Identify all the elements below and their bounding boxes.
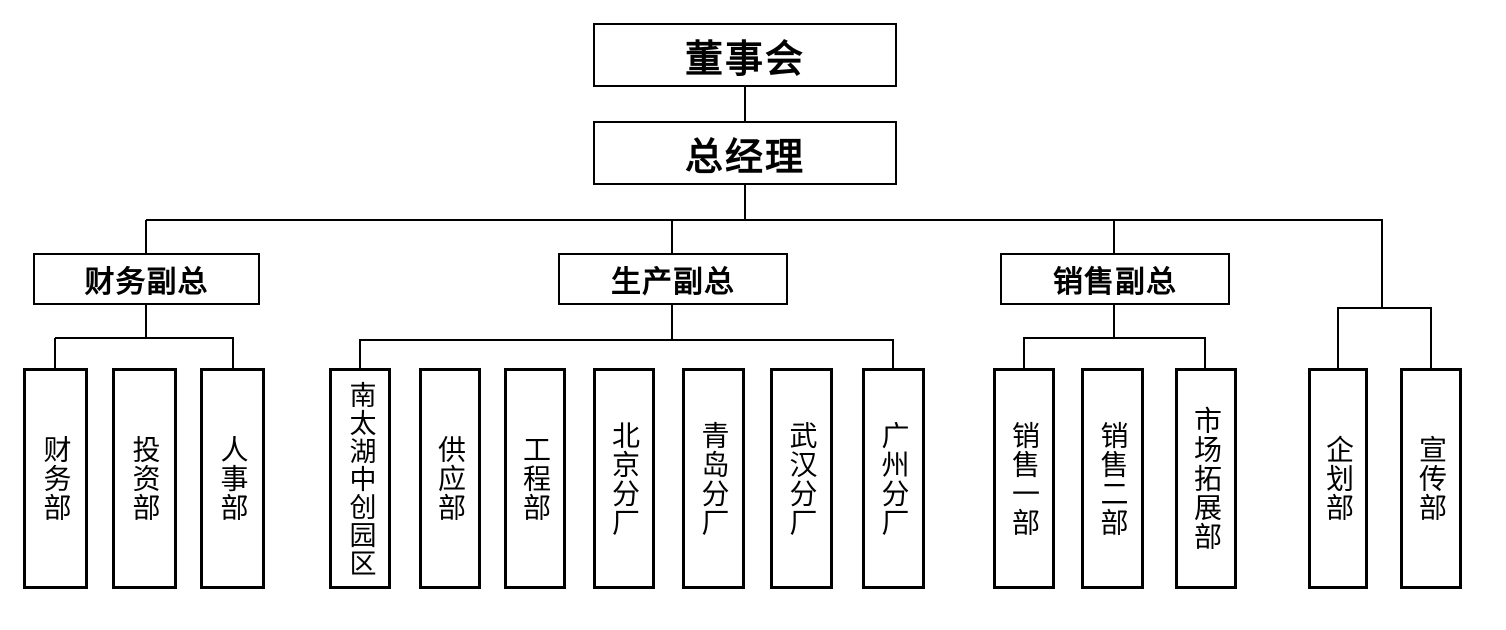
connector-drop-finance-vp xyxy=(145,220,147,253)
connector-board-gm xyxy=(744,87,746,122)
connector-drop-production-vp xyxy=(671,220,673,253)
connector-production-vp-down xyxy=(671,305,673,341)
org-node-publicity-dept: 宣传部 xyxy=(1400,368,1462,589)
connector-drop-finance-last xyxy=(232,338,234,368)
org-node-finance-vp: 财务副总 xyxy=(33,253,260,305)
org-node-hr-dept: 人事部 xyxy=(200,368,265,589)
connector-gm-down xyxy=(744,184,746,220)
connector-drop-sales-last xyxy=(1204,338,1206,368)
connector-sales-vp-down xyxy=(1113,305,1115,339)
org-node-hr-dept-label: 人事部 xyxy=(217,435,249,522)
org-node-production-vp: 生产副总 xyxy=(558,253,788,305)
connector-finance-horizontal xyxy=(55,337,234,339)
connector-drop-sales-vp xyxy=(1113,220,1115,253)
org-node-investment-dept-label: 投资部 xyxy=(129,435,161,522)
org-node-planning-dept: 企划部 xyxy=(1308,368,1368,589)
org-node-engineering-dept: 工程部 xyxy=(504,368,566,589)
org-node-south-taihu-park-label: 南太湖中创园区 xyxy=(345,380,376,577)
org-node-general-manager-label: 总经理 xyxy=(684,136,805,179)
org-node-board: 董事会 xyxy=(593,23,897,87)
connector-top-horizontal xyxy=(146,219,1383,221)
org-node-qingdao-branch: 青岛分厂 xyxy=(682,368,745,589)
org-node-market-expansion-dept-label: 市场拓展部 xyxy=(1191,406,1222,551)
org-node-engineering-dept-label: 工程部 xyxy=(520,435,551,522)
connector-drop-finance-first xyxy=(54,338,56,368)
org-node-production-vp-label: 生产副总 xyxy=(611,266,735,299)
org-node-finance-vp-label: 财务副总 xyxy=(84,266,209,299)
org-node-sales-dept-1: 销售一部 xyxy=(993,368,1055,589)
org-node-sales-dept-2-label: 销售二部 xyxy=(1097,420,1129,537)
org-node-finance-dept-label: 财务部 xyxy=(40,435,72,522)
org-node-sales-dept-1-label: 销售一部 xyxy=(1009,420,1040,537)
org-node-planning-dept-label: 企划部 xyxy=(1323,435,1354,522)
org-node-beijing-branch-label: 北京分厂 xyxy=(609,420,640,537)
org-node-qingdao-branch-label: 青岛分厂 xyxy=(698,420,730,537)
connector-drop-production-first xyxy=(359,340,361,368)
org-node-publicity-dept-label: 宣传部 xyxy=(1416,435,1447,522)
connector-production-horizontal xyxy=(359,339,894,341)
org-node-wuhan-branch-label: 武汉分厂 xyxy=(786,420,818,537)
connector-sales-horizontal xyxy=(1023,337,1206,339)
connector-drop-planning xyxy=(1337,308,1339,368)
org-node-general-manager: 总经理 xyxy=(593,121,897,185)
connector-drop-production-last xyxy=(892,340,894,368)
org-node-guangzhou-branch-label: 广州分厂 xyxy=(878,420,910,537)
connector-drop-right-branch xyxy=(1381,220,1383,308)
org-node-investment-dept: 投资部 xyxy=(112,368,177,589)
org-node-sales-dept-2: 销售二部 xyxy=(1081,368,1144,589)
org-node-sales-vp: 销售副总 xyxy=(1000,253,1230,305)
connector-drop-publicity xyxy=(1430,308,1432,368)
org-node-market-expansion-dept: 市场拓展部 xyxy=(1175,368,1237,589)
connector-right-horizontal xyxy=(1337,307,1432,309)
org-node-board-label: 董事会 xyxy=(684,38,805,81)
org-node-beijing-branch: 北京分厂 xyxy=(593,368,655,589)
connector-finance-vp-down xyxy=(145,305,147,339)
org-node-finance-dept: 财务部 xyxy=(23,368,88,589)
org-node-supply-dept: 供应部 xyxy=(419,368,481,589)
connector-drop-sales-first xyxy=(1023,338,1025,368)
org-node-south-taihu-park: 南太湖中创园区 xyxy=(329,368,391,589)
org-node-sales-vp-label: 销售副总 xyxy=(1053,266,1177,299)
org-node-supply-dept-label: 供应部 xyxy=(435,435,466,522)
org-node-guangzhou-branch: 广州分厂 xyxy=(862,368,925,589)
org-node-wuhan-branch: 武汉分厂 xyxy=(770,368,833,589)
